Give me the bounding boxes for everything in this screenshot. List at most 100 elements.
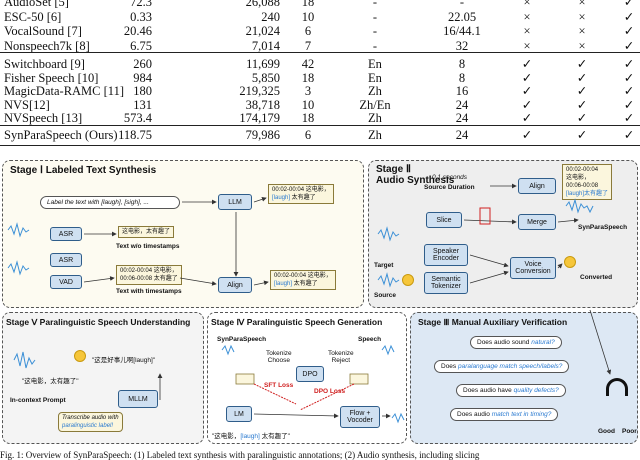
table-cell: MagicData-RAMC [11] [4, 84, 124, 98]
table-cell: ✓ [576, 111, 588, 125]
table-cell: ✓ [623, 38, 635, 53]
table-cell: 174,179 [239, 111, 280, 125]
table-cell: × [578, 0, 586, 9]
table-cell: ✓ [623, 0, 635, 9]
table-cell: Nonspeech7k [8] [4, 38, 90, 53]
merge-box: Merge [518, 214, 556, 230]
table-divider [0, 125, 640, 126]
stage1-title: Stage Ⅰ Labeled Text Synthesis [10, 165, 157, 176]
table-cell: ✓ [623, 9, 635, 24]
llm-box: LLM [218, 194, 252, 210]
table-cell: 118.75 [118, 128, 152, 142]
text-ts-label: Text with timestamps [116, 288, 182, 295]
stage3-title: Stage Ⅲ Manual Auxiliary Verification [418, 317, 568, 327]
table-cell: 8 [458, 70, 466, 85]
table-cell: - [372, 38, 378, 53]
icp-label: In-context Prompt [10, 397, 66, 404]
converted-label: Converted [580, 274, 613, 281]
table-cell: 16 [455, 84, 469, 98]
table-cell: Fisher Speech [10] [4, 70, 99, 85]
table-cell: × [523, 9, 531, 24]
mllm-box: MLLM [118, 390, 158, 408]
table-cell: VocalSound [7] [4, 24, 82, 38]
table-cell: × [523, 24, 531, 38]
table-cell: ✓ [623, 97, 635, 112]
table-cell: 18 [301, 111, 315, 125]
table-cell: ✓ [521, 70, 533, 85]
table-cell: ✓ [576, 57, 588, 71]
table-cell: 6 [304, 128, 312, 142]
table-cell: 24 [455, 97, 469, 112]
good-label: Good [598, 428, 615, 435]
table-cell: Zh/En [359, 97, 391, 112]
flow-vocoder-box: Flow +Vocoder [340, 406, 380, 428]
table-cell: 22.05 [447, 9, 477, 24]
table-cell: 260 [133, 57, 152, 71]
table-cell: 11,699 [246, 57, 280, 71]
synparaspeech-label: SynParaSpeech [578, 224, 628, 231]
question-3: Does audio have quality defects? [456, 384, 566, 397]
table-cell: En [368, 57, 382, 71]
table-cell: ✓ [623, 84, 635, 98]
table-cell: 42 [301, 57, 315, 71]
align-box: Align [218, 277, 252, 293]
table-cell: ✓ [576, 70, 588, 85]
table-cell: AudioSet [5] [4, 0, 69, 9]
table-cell: 20.46 [123, 24, 152, 38]
duration-label: Source Duration [424, 184, 475, 191]
table-cell: 26,088 [245, 0, 280, 9]
table-cell: × [578, 24, 586, 38]
slice-box: Slice [426, 212, 462, 228]
llm-output: 00:02-00:04 这电影，[laugh] 太有趣了 [268, 184, 334, 204]
headphones-icon [606, 378, 628, 396]
table-cell: × [578, 9, 586, 24]
stage3-panel [410, 312, 638, 444]
table-cell: 72.3 [130, 0, 152, 9]
target-label: Target [374, 262, 394, 269]
table-cell: 24 [455, 128, 469, 142]
table-cell: 7,014 [251, 38, 280, 53]
lm-box: LM [226, 406, 252, 422]
table-cell: - [372, 24, 378, 38]
asr-box: ASR [50, 227, 82, 241]
table-cell: Zh [368, 111, 382, 125]
table-cell: ✓ [521, 128, 533, 142]
text-no-ts: 这电影，太有趣了 [118, 226, 175, 238]
table-cell: Zh [368, 128, 382, 142]
table-divider [0, 52, 640, 53]
table-cell: × [578, 38, 586, 53]
emoji-icon [402, 274, 414, 286]
table-cell: 6.75 [130, 38, 152, 53]
table-cell: - [372, 0, 378, 9]
table-cell: 79,986 [245, 128, 280, 142]
table-cell: - [459, 0, 465, 9]
table-cell: En [368, 70, 382, 85]
table-cell: - [372, 9, 378, 24]
table-divider [0, 145, 640, 146]
table-cell: 7 [304, 38, 312, 53]
table-cell: 38,718 [245, 97, 280, 112]
pipeline-figure: Stage Ⅰ Labeled Text Synthesis Label the… [0, 160, 640, 450]
table-cell: 240 [261, 9, 280, 24]
gen-text: "这电影，[laugh] 太有趣了" [212, 433, 290, 440]
table-cell: 131 [133, 97, 152, 112]
table-cell: NVSpeech [13] [4, 111, 83, 125]
emoji-icon [564, 256, 576, 268]
table-cell: 984 [133, 70, 152, 85]
duration-text: 0.1 seconds [432, 174, 468, 181]
table-cell: ESC-50 [6] [4, 9, 62, 24]
emoji-icon [74, 350, 86, 362]
table-cell: ✓ [623, 111, 635, 125]
